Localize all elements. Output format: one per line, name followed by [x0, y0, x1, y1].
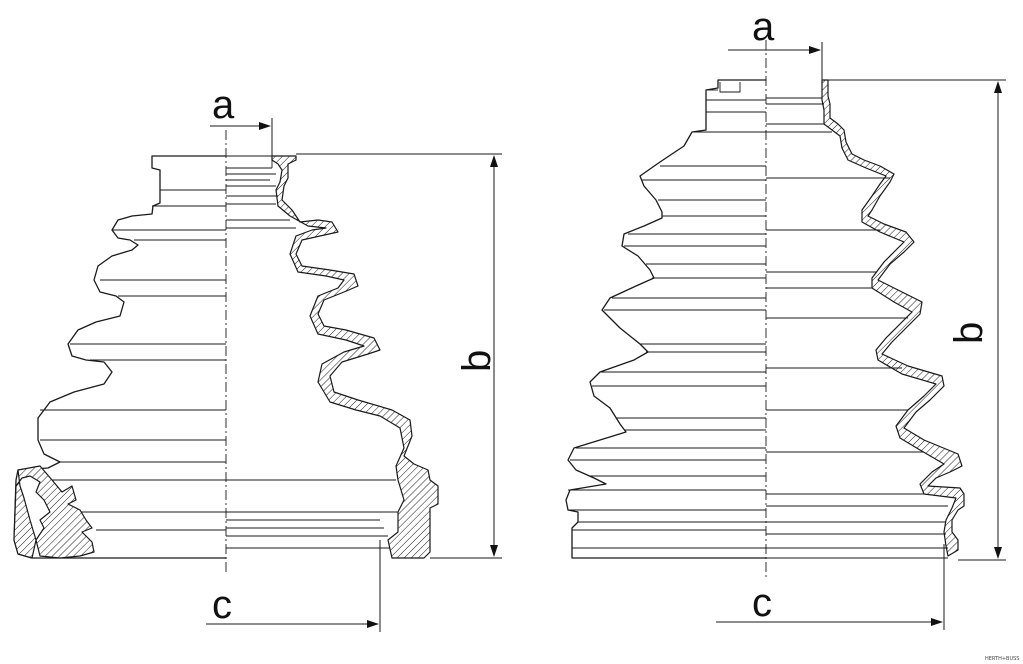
right-boot-section-wall — [821, 79, 965, 557]
left-boot-outline — [13, 155, 227, 559]
right-boot-outline — [565, 79, 767, 559]
left-dim-c: c — [206, 540, 381, 632]
right-label-c: c — [752, 581, 772, 625]
left-boot-clamp-profile — [13, 465, 95, 559]
right-label-a: a — [752, 5, 775, 49]
right-label-b: b — [947, 322, 991, 344]
right-boot-ribs — [568, 82, 766, 549]
left-label-b: b — [455, 350, 499, 372]
left-dim-a: a — [210, 83, 273, 156]
right-dim-a: a — [728, 5, 823, 80]
right-boot-drawing: a b c — [565, 5, 1006, 630]
left-label-a: a — [212, 83, 235, 127]
left-boot-section-wall — [271, 155, 439, 559]
left-label-c: c — [212, 583, 232, 627]
left-boot-ribs — [40, 189, 226, 531]
right-dim-b: b — [828, 79, 1006, 561]
right-boot-section-lines — [766, 80, 948, 559]
right-dim-c: c — [716, 544, 945, 630]
footer-logo: HERTH+BUSS — [985, 656, 1019, 662]
left-dim-b: b — [296, 153, 502, 559]
left-boot-section-lines — [226, 155, 398, 549]
left-boot-drawing: a b c — [13, 83, 502, 632]
